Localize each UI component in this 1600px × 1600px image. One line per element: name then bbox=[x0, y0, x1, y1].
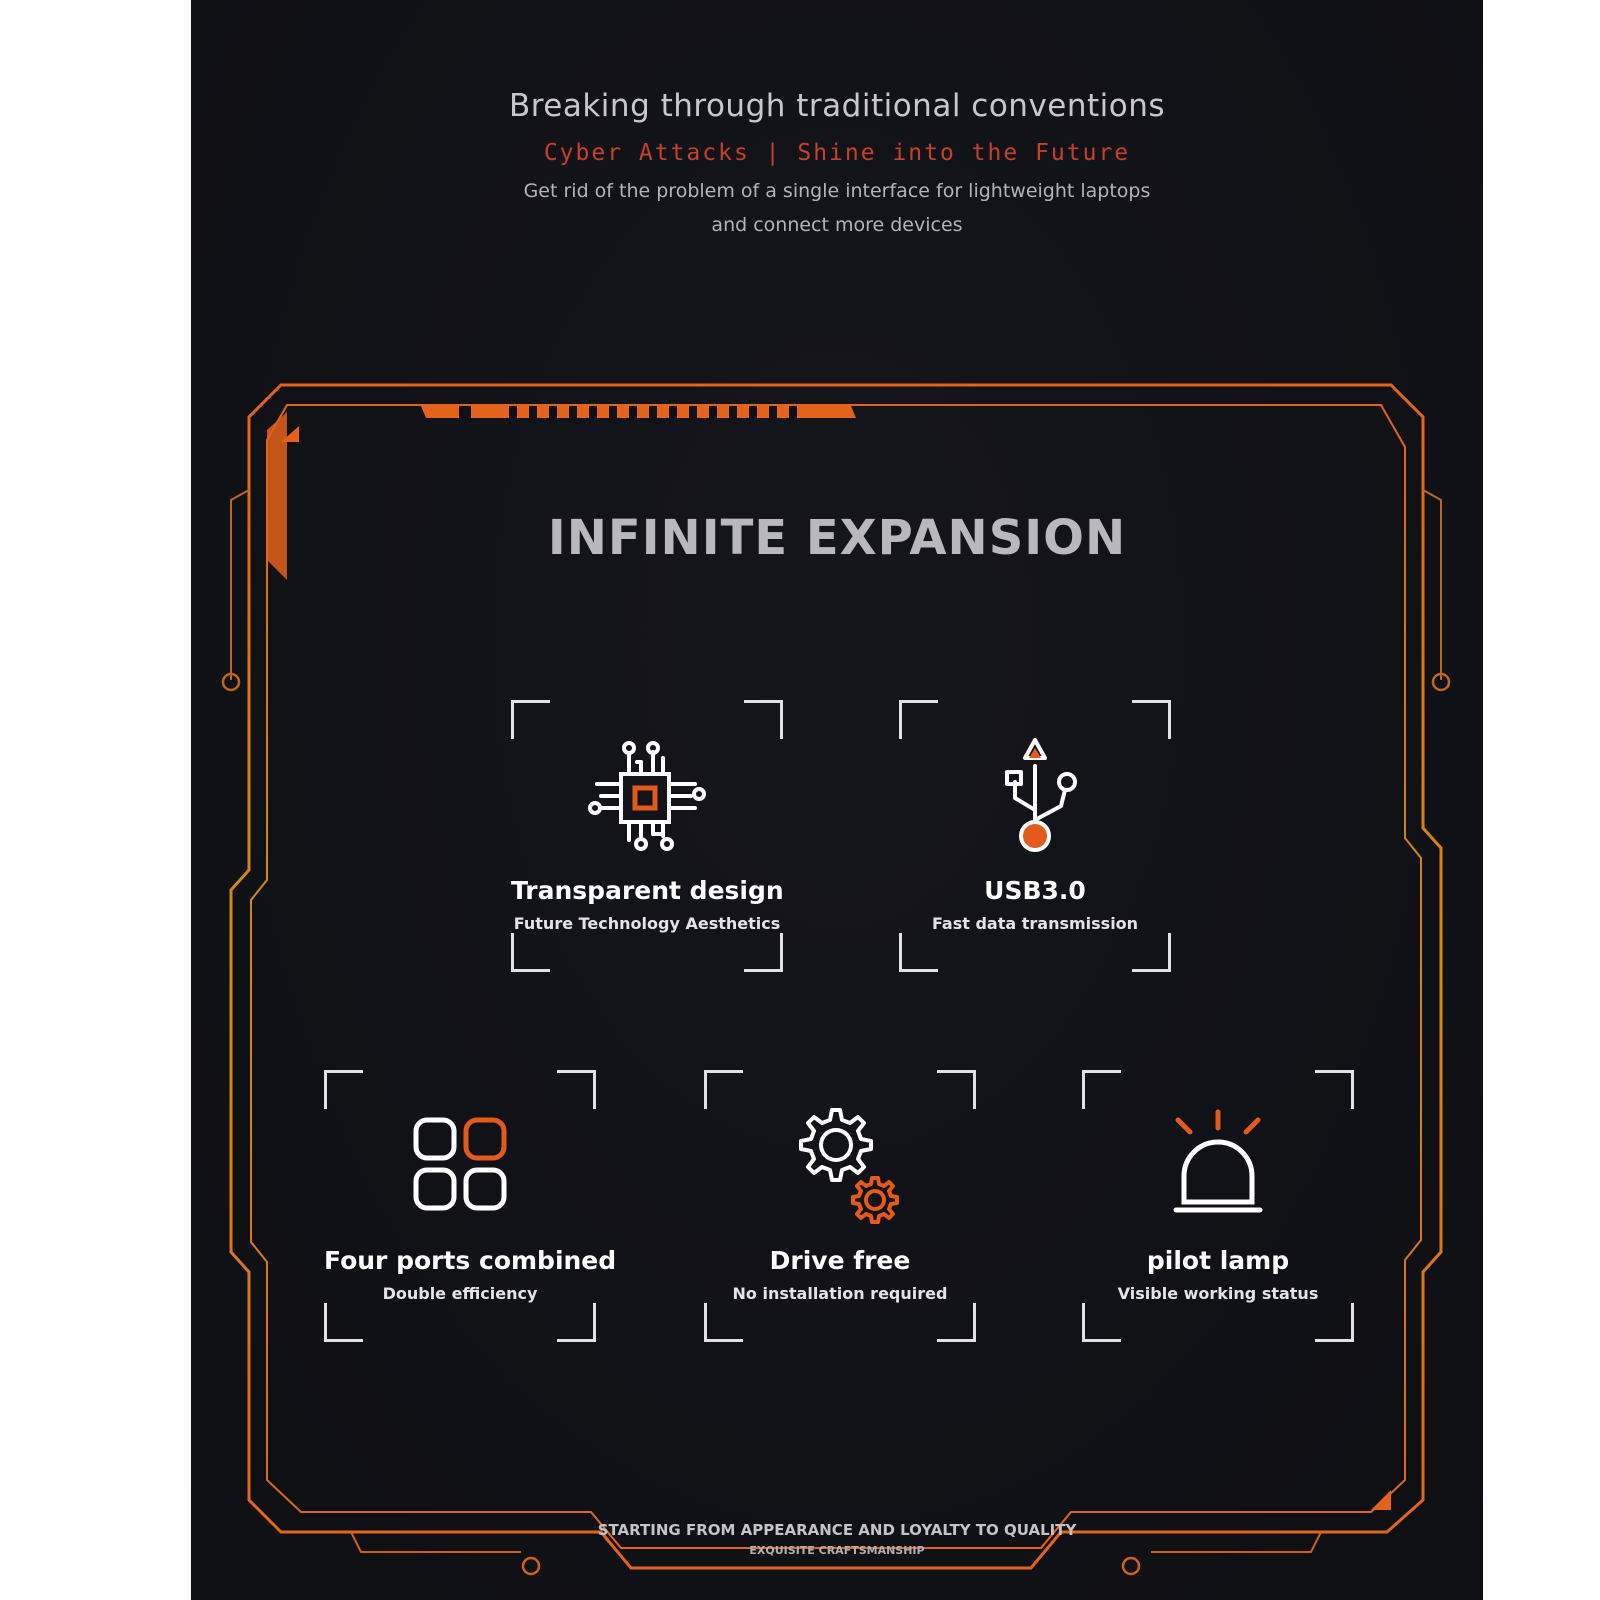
footer-subslogan: EXQUISITE CRAFTSMANSHIP bbox=[749, 1544, 925, 1557]
feature-subtitle: No installation required bbox=[732, 1284, 948, 1303]
headline: Breaking through traditional conventions bbox=[508, 88, 1166, 124]
usb-icon bbox=[1005, 738, 1077, 852]
feature-subtitle: Fast data transmission bbox=[931, 914, 1139, 933]
tagline: Cyber Attacks | Shine into the Future bbox=[543, 140, 1131, 166]
chip-icon bbox=[588, 741, 706, 851]
feature-card-usb3: USB3.0 Fast data transmission bbox=[899, 700, 1171, 972]
feature-card-transparent-design: Transparent design Future Technology Aes… bbox=[511, 700, 784, 972]
feature-subtitle: Future Technology Aesthetics bbox=[513, 914, 781, 933]
footer-slogan: STARTING FROM APPEARANCE AND LOYALTY TO … bbox=[597, 1521, 1077, 1539]
feature-title: USB3.0 bbox=[984, 876, 1086, 905]
feature-card-four-ports: Four ports combined Double efficiency bbox=[324, 1070, 617, 1342]
feature-title: Transparent design bbox=[511, 876, 784, 905]
feature-subtitle: Visible working status bbox=[1117, 1284, 1319, 1303]
feature-card-pilot-lamp: pilot lamp Visible working status bbox=[1082, 1070, 1354, 1342]
description-line-2: and connect more devices bbox=[711, 214, 963, 236]
feature-subtitle: Double efficiency bbox=[382, 1284, 538, 1303]
product-banner: Breaking through traditional conventions… bbox=[191, 0, 1483, 1600]
alarm-lamp-icon bbox=[1173, 1109, 1263, 1213]
feature-title: Four ports combined bbox=[324, 1246, 617, 1275]
description-line-1: Get rid of the problem of a single inter… bbox=[523, 180, 1151, 202]
feature-card-drive-free: Drive free No installation required bbox=[704, 1070, 976, 1342]
four-squares-icon bbox=[413, 1117, 507, 1211]
feature-title: Drive free bbox=[769, 1246, 911, 1275]
gears-icon bbox=[799, 1108, 899, 1224]
section-title: INFINITE EXPANSION bbox=[547, 510, 1127, 566]
feature-title: pilot lamp bbox=[1146, 1246, 1290, 1275]
tech-frame-decoration bbox=[221, 383, 1451, 1576]
